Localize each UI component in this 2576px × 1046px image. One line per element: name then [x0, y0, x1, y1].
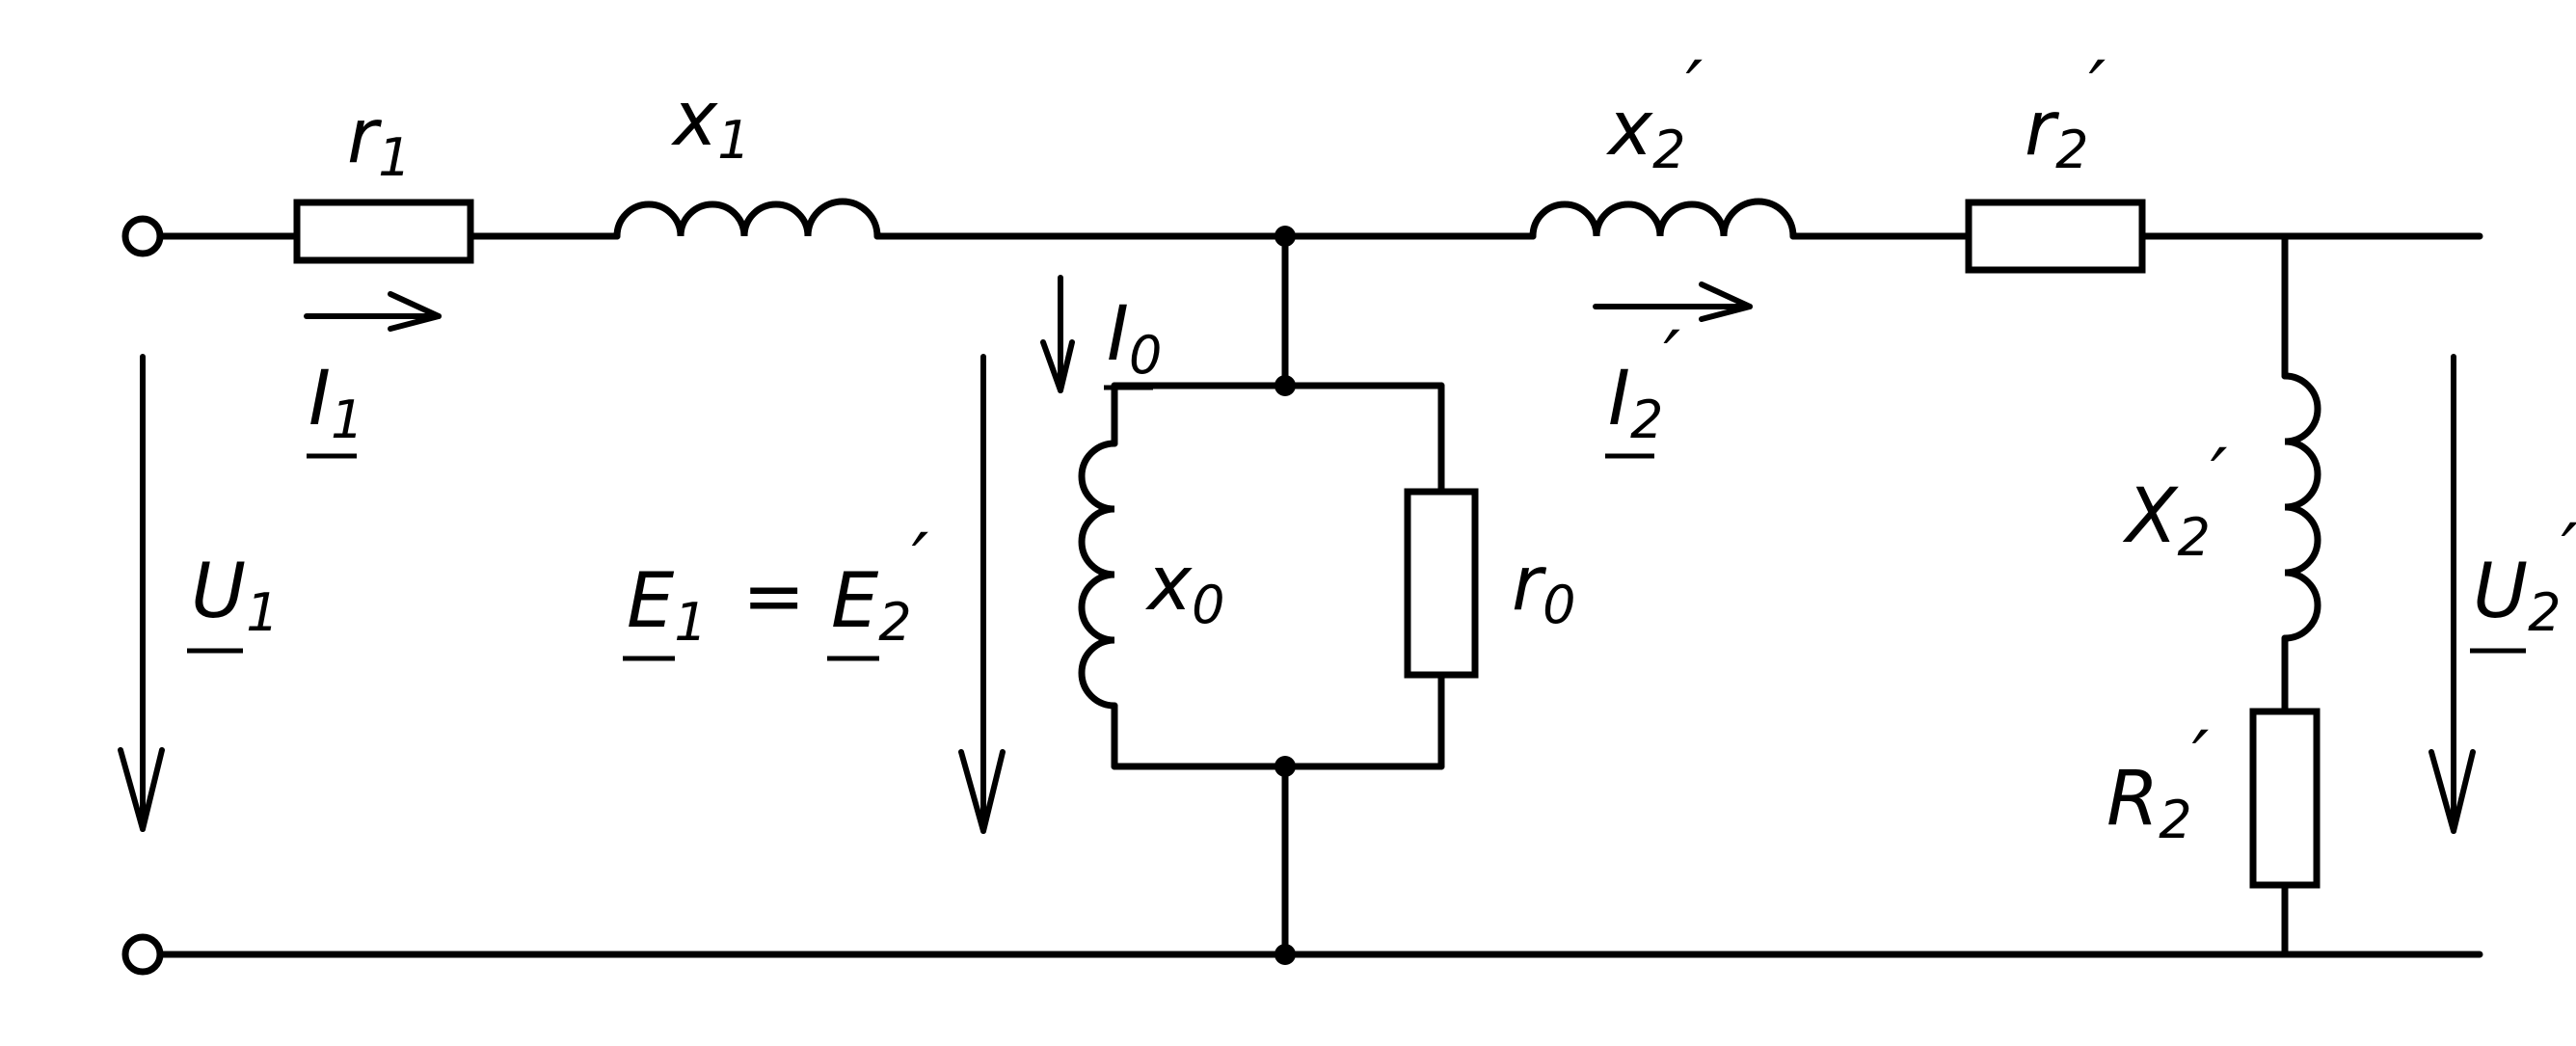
label-I0: I0 — [1107, 291, 1162, 386]
load-branch — [2249, 232, 2321, 958]
resistor-r2-prime — [1965, 199, 2146, 274]
current-arrow-I2-prime — [1593, 282, 1753, 322]
voltage-arrow-U2-prime — [2428, 354, 2476, 834]
label-U1: U1 — [191, 549, 279, 643]
input-terminal-top — [121, 215, 164, 257]
current-arrow-I1 — [304, 291, 442, 332]
input-terminal-bottom — [121, 933, 164, 976]
inductor-X2-prime-load — [2281, 372, 2321, 642]
label-E1: E1 — [627, 558, 708, 653]
inductor-x0 — [1078, 440, 1118, 710]
magnetizing-branch — [1078, 232, 1479, 958]
resistor-r0 — [1404, 488, 1479, 679]
label-R2-prime-load: R2′ — [2106, 716, 2210, 850]
resistor-r1 — [293, 199, 474, 264]
voltage-arrow-E1 — [958, 354, 1006, 834]
label-equals: = — [742, 553, 805, 640]
label-I1: I1 — [309, 356, 363, 450]
label-x1: x1 — [670, 76, 751, 171]
label-r2-prime: r2′ — [2025, 46, 2106, 180]
inductor-x2-prime — [1529, 198, 1797, 240]
junction-dot — [1275, 944, 1296, 965]
label-E2-prime: E2′ — [831, 519, 929, 653]
inductor-x1 — [613, 198, 881, 240]
label-X2-prime-load: X2′ — [2122, 434, 2228, 568]
current-arrow-I0 — [1040, 275, 1075, 393]
junction-dot — [1275, 756, 1296, 777]
label-r1: r1 — [347, 94, 411, 188]
label-I2-prime: I2′ — [1608, 316, 1680, 450]
junction-dot — [1275, 226, 1296, 247]
label-x2-prime: x2′ — [1605, 46, 1704, 180]
label-U2-prime: U2′ — [2473, 509, 2576, 643]
resistor-R2-prime-load — [2249, 708, 2321, 889]
junction-dot — [1275, 375, 1296, 396]
voltage-arrow-U1 — [118, 354, 165, 832]
label-x0: x0 — [1144, 541, 1225, 635]
label-r0: r0 — [1512, 541, 1575, 635]
